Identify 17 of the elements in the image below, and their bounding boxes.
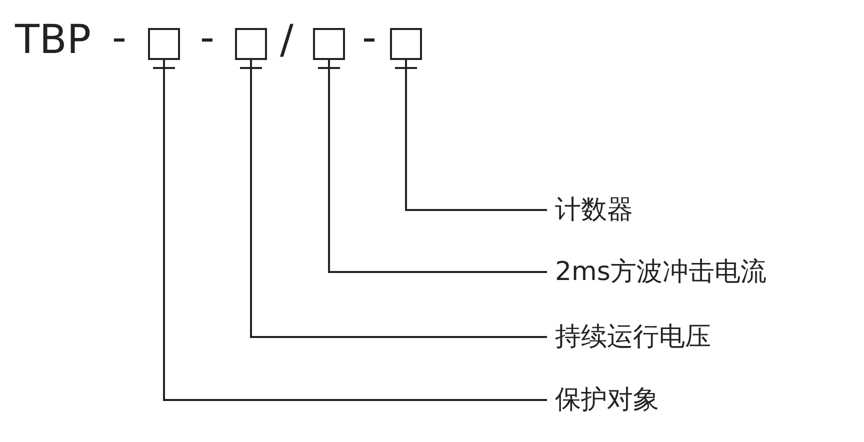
placeholder-box [235, 28, 267, 60]
leader-line [239, 59, 548, 338]
leader-line [152, 59, 548, 401]
field-description: 保护对象 [555, 384, 659, 416]
leader-line [394, 59, 548, 211]
field-description: 2ms方波冲击电流 [555, 256, 766, 288]
separator-slash: / [280, 18, 294, 62]
placeholder-box [148, 28, 180, 60]
leader-line [317, 59, 548, 273]
placeholder-box [390, 28, 422, 60]
separator-dash: - [112, 16, 126, 60]
separator-dash: - [362, 16, 376, 60]
field-description: 计数器 [555, 194, 633, 226]
model-code-text: TBP [15, 18, 91, 62]
field-description: 持续运行电压 [555, 321, 711, 353]
placeholder-box [313, 28, 345, 60]
separator-dash: - [200, 16, 214, 60]
